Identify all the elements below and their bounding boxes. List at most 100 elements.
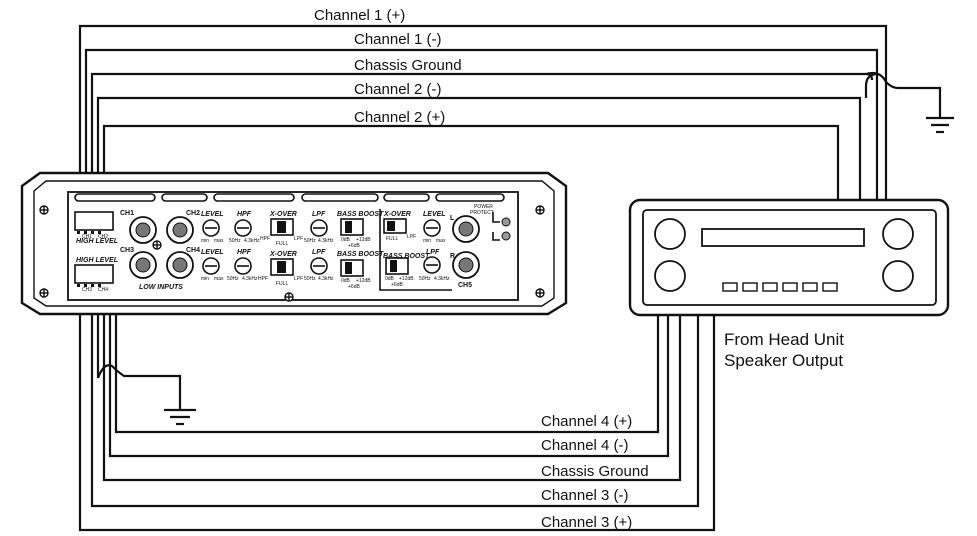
label-full-2: FULL — [276, 281, 288, 287]
wire-channel-4-negative — [108, 300, 670, 458]
ground-hop-arc — [864, 72, 879, 98]
wire-channel-3-negative — [90, 300, 700, 508]
amplifier — [20, 171, 568, 316]
bottom-wires — [78, 300, 716, 532]
head-unit — [628, 198, 950, 317]
ground-symbol-top — [926, 116, 954, 134]
screw-icon — [39, 205, 545, 302]
label-50hz-5: 50Hz — [419, 276, 431, 282]
preset-buttons — [722, 282, 838, 292]
label-protect: PROTECT — [470, 210, 494, 216]
label-lpf-small-2: LPF — [294, 276, 303, 282]
knob-icon — [882, 260, 914, 292]
label-chassis-ground-top: Chassis Ground — [354, 57, 462, 74]
wire-channel-2-positive — [102, 124, 840, 200]
label-max-3: max — [436, 238, 446, 244]
label-ch1-small: CH1 — [82, 234, 92, 240]
label-high-level-top: HIGH LEVEL — [76, 238, 118, 245]
top-wires — [78, 24, 942, 200]
label-channel-3-positive: Channel 3 (+) — [541, 514, 632, 531]
label-channel-2-positive: Channel 2 (+) — [354, 109, 445, 126]
label-43khz-4: 4.3kHz — [318, 276, 334, 282]
label-50hz-3: 50Hz — [304, 238, 316, 244]
label-lpf-small-1: LPF — [294, 236, 303, 242]
label-ch1: CH1 — [120, 210, 134, 217]
head-unit-caption-line2: Speaker Output — [724, 351, 843, 370]
label-xover-bottom: X-OVER — [269, 251, 297, 258]
label-ch2: CH2 — [186, 210, 200, 217]
head-unit-caption-line1: From Head Unit — [724, 330, 844, 349]
label-channel-4-positive: Channel 4 (+) — [541, 413, 632, 430]
label-ch3-small: CH3 — [82, 287, 92, 293]
label-channel-3-negative: Channel 3 (-) — [541, 487, 629, 504]
label-ch4-small: CH4 — [98, 287, 108, 293]
label-hpf-top: HPF — [237, 211, 252, 218]
wire-channel-1-positive — [78, 24, 888, 200]
label-43khz-5: 4.3kHz — [434, 276, 450, 282]
label-50hz-2: 50Hz — [227, 276, 239, 282]
label-6db-3: +6dB — [391, 282, 403, 288]
label-low-inputs: LOW INPUTS — [139, 284, 183, 291]
label-high-level-bottom: HIGH LEVEL — [76, 257, 118, 264]
label-50hz-1: 50Hz — [229, 238, 241, 244]
label-0db-1: 0dB — [341, 237, 351, 243]
label-bassboost-top: BASS BOOST — [337, 211, 384, 218]
label-level-top: LEVEL — [201, 211, 224, 218]
label-min-2: min — [201, 276, 209, 282]
label-channel-1-negative: Channel 1 (-) — [354, 31, 442, 48]
label-43khz-1: 4.3kHz — [244, 238, 260, 244]
label-6db-1: +6dB — [348, 243, 360, 249]
label-power: POWER — [474, 204, 493, 210]
label-full-1: FULL — [276, 241, 288, 247]
label-lpf-small-3: LPF — [407, 234, 416, 240]
label-0db-2: 0dB — [341, 278, 351, 284]
label-ch3: CH3 — [120, 247, 134, 254]
label-hpf-small-2: HPF — [258, 276, 268, 282]
switch-slides — [277, 221, 397, 274]
label-12db-3: +12dB — [399, 276, 414, 282]
amp-labels: CH1 CH2 CH3 CH4 CH5 LEVEL HPF X-OVER LPF… — [76, 204, 494, 293]
label-hpf-bottom: HPF — [237, 249, 252, 256]
label-r: R — [450, 253, 455, 260]
label-12db-1: +12dB — [356, 237, 371, 243]
wire-channel-1-negative — [84, 48, 879, 200]
display-window — [701, 228, 865, 247]
knob-icon — [654, 260, 686, 292]
protect-led-icon — [501, 231, 511, 241]
label-max-2: max — [214, 276, 224, 282]
vent-slots — [74, 193, 505, 202]
label-43khz-2: 4.3kHz — [242, 276, 258, 282]
label-max-1: max — [214, 238, 224, 244]
label-lpf-right: LPF — [426, 249, 440, 256]
label-xover-top: X-OVER — [269, 211, 297, 218]
label-level-right: LEVEL — [423, 211, 446, 218]
label-ch5: CH5 — [458, 282, 472, 289]
label-ch2-small: CH2 — [98, 234, 108, 240]
wire-channel-4-positive — [114, 300, 660, 434]
adjust-knobs — [202, 219, 441, 275]
label-43khz-3: 4.3kHz — [318, 238, 334, 244]
label-50hz-4: 50Hz — [304, 276, 316, 282]
label-min-3: min — [423, 238, 431, 244]
ground-symbol-bottom — [164, 408, 196, 426]
label-lpf-top: LPF — [312, 211, 326, 218]
label-0db-3: 0dB — [385, 276, 395, 282]
high-level-connector-top — [74, 211, 114, 231]
label-channel-1-positive: Channel 1 (+) — [314, 7, 405, 24]
label-chassis-ground-bottom: Chassis Ground — [541, 463, 649, 480]
label-channel-4-negative: Channel 4 (-) — [541, 437, 629, 454]
label-bassboost-bottom: BASS BOOST — [337, 251, 384, 258]
label-ch4: CH4 — [186, 247, 200, 254]
knob-icon — [882, 218, 914, 250]
ground-hop-bottom — [96, 364, 182, 410]
label-xover-right: X-OVER — [383, 211, 411, 218]
high-level-connector-bottom — [74, 264, 114, 284]
knob-icon — [654, 218, 686, 250]
label-lpf-bottom: LPF — [312, 249, 326, 256]
ground-hop-top — [865, 71, 942, 118]
power-led-icon — [501, 217, 511, 227]
label-level-bottom: LEVEL — [201, 249, 224, 256]
label-12db-2: +12dB — [356, 278, 371, 284]
rca-jacks — [129, 215, 480, 279]
